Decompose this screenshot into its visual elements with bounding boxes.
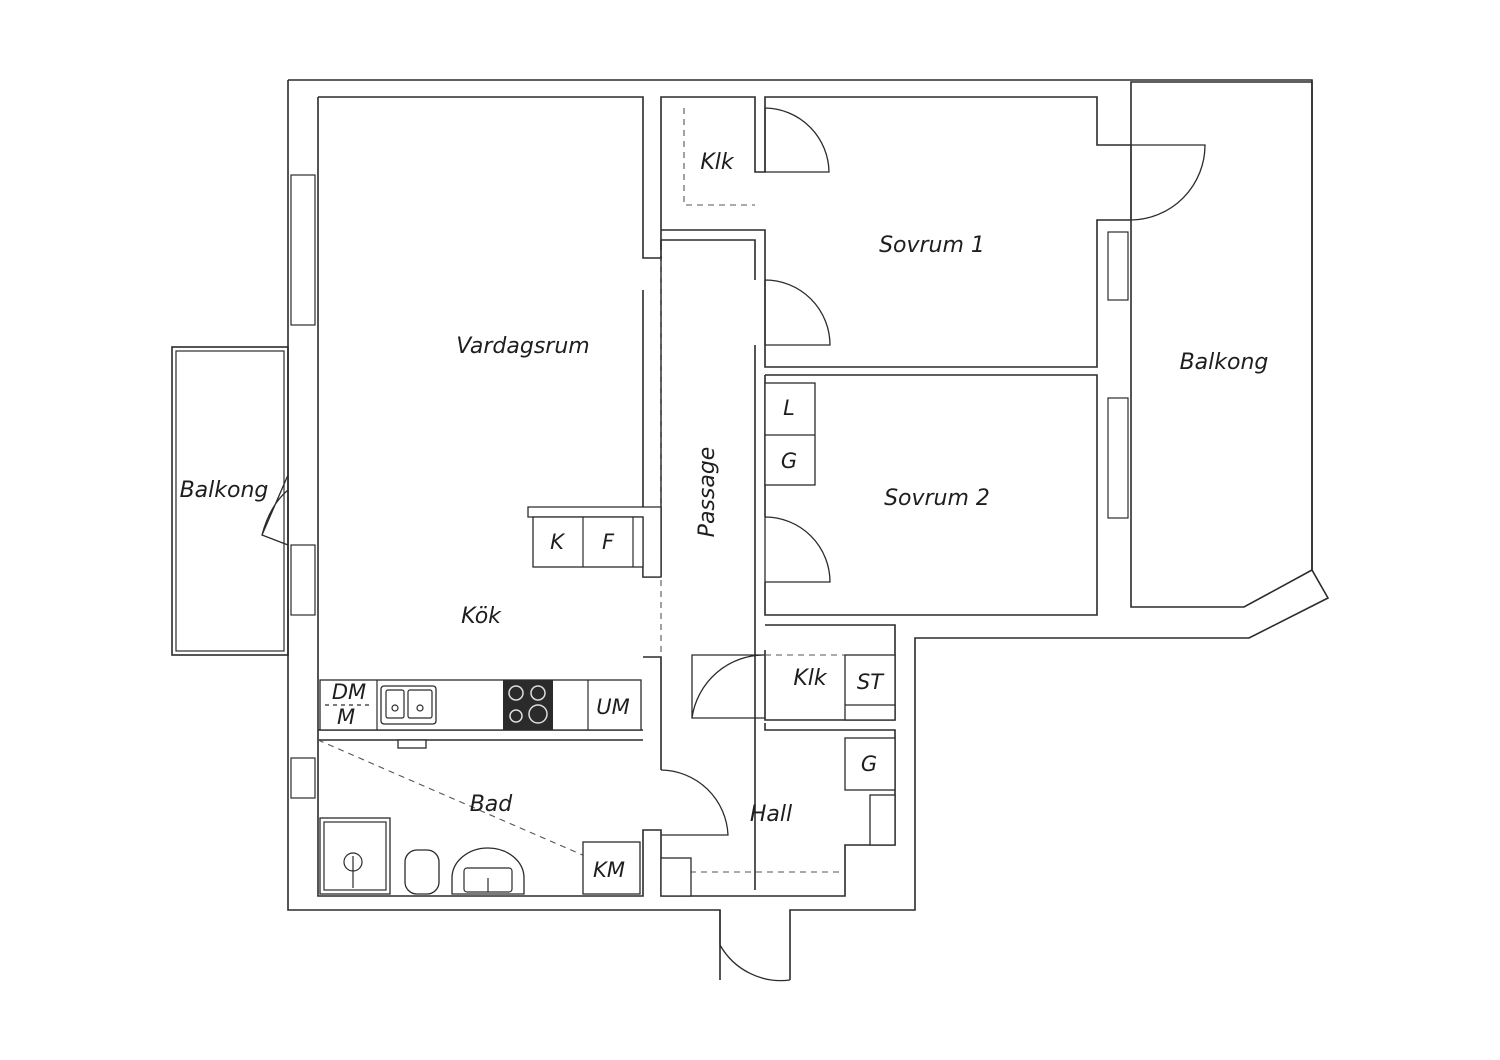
- window: [1107, 397, 1129, 519]
- fixture-label-microwave: M: [337, 705, 355, 729]
- washer-box: [582, 841, 641, 895]
- door-bathroom: [660, 769, 729, 836]
- room-label-hall: Hall: [750, 802, 792, 827]
- room-label-bedroom1: Sovrum 1: [879, 233, 985, 258]
- fixture-label-dishwasher: DM: [332, 680, 366, 704]
- bathroom-fixtures: [319, 817, 641, 895]
- window: [1107, 231, 1129, 301]
- shower: [319, 817, 391, 895]
- toilet: [404, 849, 440, 895]
- fixture-label-wardrobe-bed2: G: [781, 449, 797, 473]
- door-entrance: [719, 910, 791, 982]
- outer-wall: [287, 79, 1330, 980]
- fixture-label-fridge: K: [550, 530, 566, 554]
- door-bedroom1: [764, 279, 831, 346]
- fixture-label-freezer: F: [602, 530, 615, 554]
- window: [290, 544, 316, 616]
- room-label-bathroom: Bad: [470, 792, 514, 817]
- fixture-label-exhaust: UM: [596, 695, 630, 719]
- fixture-label-wardrobe-hall: G: [861, 752, 877, 776]
- door-bedroom2: [764, 516, 831, 583]
- wardrobes: [660, 382, 896, 897]
- room-label-balcony-left: Balkong: [180, 478, 269, 503]
- window: [290, 757, 316, 799]
- inner-wall-face: [318, 96, 1131, 368]
- window: [290, 174, 316, 326]
- fixture-label-linen: L: [783, 396, 795, 420]
- room-label-passage: Passage: [695, 447, 720, 538]
- kitchen-island: [527, 506, 662, 578]
- room-label-living: Vardagsrum: [456, 334, 589, 359]
- room-label-closet-top: Klk: [700, 150, 735, 175]
- fixture-label-washer: KM: [593, 858, 625, 882]
- balcony-right: [1130, 81, 1313, 608]
- room-label-bedroom2: Sovrum 2: [884, 486, 990, 511]
- room-label-closet-hall: Klk: [793, 666, 828, 691]
- room-label-balcony-right: Balkong: [1180, 350, 1269, 375]
- door-closet-top: [764, 107, 830, 173]
- washbasin: [451, 847, 525, 895]
- fixture-label-storage: ST: [857, 670, 885, 694]
- door-balcony-right: [1130, 144, 1206, 221]
- kitchen-counter: [319, 679, 642, 749]
- door-closet-hall: [691, 654, 766, 719]
- cooktop: [503, 680, 553, 730]
- door-balcony-left: [261, 474, 289, 546]
- room-label-kitchen: Kök: [461, 604, 502, 629]
